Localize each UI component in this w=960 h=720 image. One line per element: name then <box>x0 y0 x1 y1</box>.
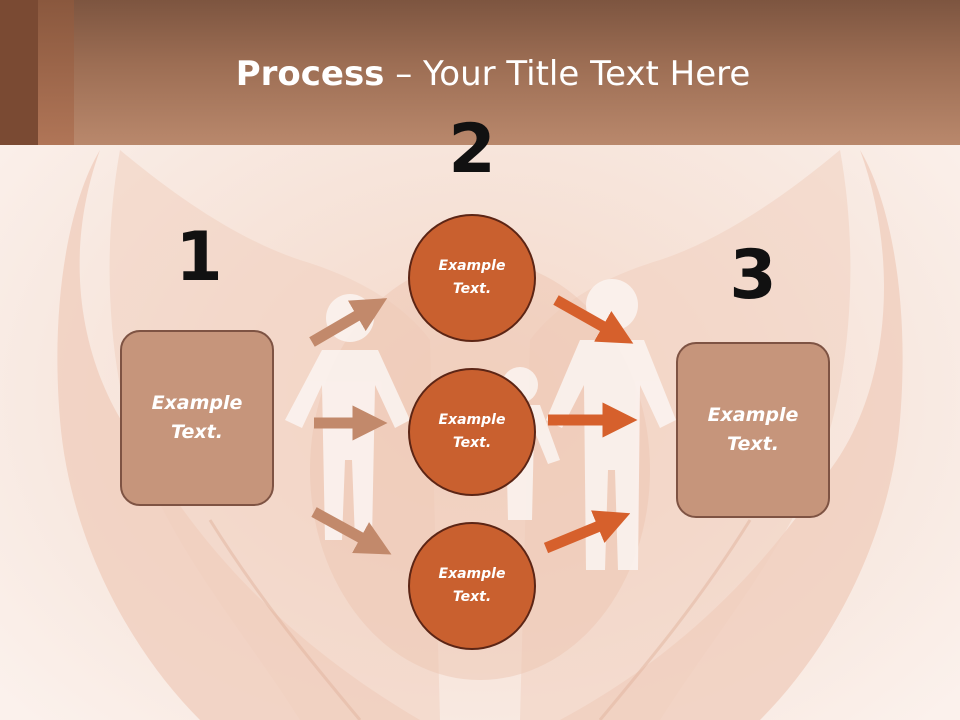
step-1-box[interactable]: Example Text. <box>120 330 274 506</box>
step-1-box-text: Example Text. <box>151 392 243 443</box>
slide-title-bold: Process <box>235 54 385 94</box>
slide-title[interactable]: Process – Your Title Text Here <box>0 52 960 96</box>
title-bar-accent-left <box>0 0 38 145</box>
step-2-circle-middle[interactable]: Example Text. <box>408 368 536 496</box>
arrow-circle-bottom-to-box3 <box>543 510 631 554</box>
title-bar: Process – Your Title Text Here <box>0 0 960 145</box>
circle-middle-text: Example Text. <box>438 412 506 451</box>
arrow-circle-top-to-box3 <box>553 295 634 344</box>
step-number-1: 1 <box>175 218 223 297</box>
arrow-box1-to-circle-bottom <box>311 507 392 555</box>
step-2-circle-bottom[interactable]: Example Text. <box>408 522 536 650</box>
title-bar-accent-right <box>38 0 74 145</box>
circle-top-text: Example Text. <box>438 258 506 297</box>
step-number-3: 3 <box>729 236 777 315</box>
step-number-2: 2 <box>448 110 496 189</box>
circle-bottom-text: Example Text. <box>438 566 506 605</box>
arrow-box1-to-circle-top <box>309 298 388 347</box>
step-3-box-text: Example Text. <box>707 404 799 455</box>
slide-title-rest: – Your Title Text Here <box>384 54 751 94</box>
step-3-box[interactable]: Example Text. <box>676 342 830 518</box>
step-2-circle-top[interactable]: Example Text. <box>408 214 536 342</box>
